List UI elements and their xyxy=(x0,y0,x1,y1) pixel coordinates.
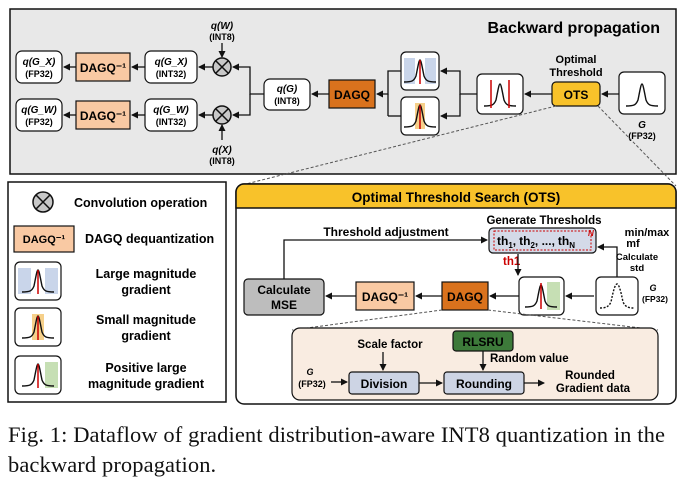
dagq-inverse-box-bottom xyxy=(75,100,131,130)
rounding-label: Rounding xyxy=(456,377,512,391)
dagq-inverse-label-top: DAGQ⁻¹ xyxy=(80,61,126,75)
qgx-fp32-box xyxy=(15,50,63,84)
ots-panel-title: Optimal Threshold Search (OTS) xyxy=(352,190,561,205)
figure-caption: Fig. 1: Dataflow of gradient distributio… xyxy=(8,422,666,477)
dagq-label: DAGQ xyxy=(334,88,370,102)
calculate-mse-label-1: Calculate xyxy=(257,283,311,297)
qgw-fp32-label: q(G_W) xyxy=(21,105,57,116)
thresholds-dashed-outline xyxy=(493,230,592,251)
qg-int8-type: (INT8) xyxy=(274,96,300,106)
backward-propagation-title: Backward propagation xyxy=(488,20,660,37)
g-fp32-distribution-thumbnail xyxy=(618,71,666,115)
calculate-std-label-1: Calculate xyxy=(616,252,658,263)
threshold-list: th1,th2, ...,thN xyxy=(497,234,575,250)
thresholded-gradient-thumbnail xyxy=(476,73,524,115)
legend-positive-large-label-2: magnitude gradient xyxy=(88,377,205,391)
qgw-fp32-box xyxy=(15,98,63,132)
legend-dagq-inverse-label: DAGQ⁻¹ xyxy=(23,234,66,246)
ots-g-fp32-distribution xyxy=(595,276,639,316)
min-max-label: min/max xyxy=(625,227,671,239)
rounded-label-1: Rounded xyxy=(565,370,615,382)
qgx-int32-type: (INT32) xyxy=(156,69,187,79)
ots-dagq-label: DAGQ xyxy=(447,290,483,304)
mf-label: mf xyxy=(626,238,640,250)
qgx-fp32-type: (FP32) xyxy=(25,69,53,79)
qgw-int32-type: (INT32) xyxy=(156,117,187,127)
qx-int8-label: (INT8) xyxy=(209,156,235,166)
calculate-mse-label-2: MSE xyxy=(271,298,297,312)
threshold-count-n-label: N xyxy=(588,229,594,238)
qg-label: q(G) xyxy=(277,84,298,95)
legend-positive-large-label-1: Positive large xyxy=(105,361,186,375)
qw-label: q(W) xyxy=(211,21,234,32)
qx-label: q(X) xyxy=(212,145,232,156)
qgx-fp32-label: q(G_X) xyxy=(23,57,56,68)
thresholds-box xyxy=(488,227,597,254)
legend-convolution-icon xyxy=(32,191,54,213)
detail-g-label: G xyxy=(306,367,313,377)
qgx-int32-label: q(G_X) xyxy=(155,57,188,68)
threshold-adjustment-label: Threshold adjustment xyxy=(323,225,448,239)
ots-positive-large-gradient-thumbnail xyxy=(518,276,565,316)
division-label: Division xyxy=(361,377,408,391)
calculate-std-label-2: std xyxy=(630,263,644,274)
generate-thresholds-label: Generate Thresholds xyxy=(486,215,601,227)
rounded-label-2: Gradient data xyxy=(556,383,631,395)
scale-factor-label: Scale factor xyxy=(357,339,423,351)
ots-g-fp32-type: (FP32) xyxy=(642,294,668,304)
ots-dagq-box xyxy=(441,281,489,311)
rlsru-label: RLSRU xyxy=(462,335,503,349)
dagq-inverse-box-top xyxy=(75,52,131,82)
g-label: G xyxy=(638,120,646,131)
legend-small-magnitude-label-2: gradient xyxy=(121,329,171,343)
ots-dagq-inverse-label: DAGQ⁻¹ xyxy=(362,290,408,304)
qw-int8-label: (INT8) xyxy=(209,32,235,42)
small-magnitude-gradient-thumbnail xyxy=(400,96,440,136)
legend-small-magnitude-icon xyxy=(14,307,62,347)
legend-large-magnitude-label-2: gradient xyxy=(121,283,171,297)
ots-label: OTS xyxy=(564,88,589,102)
ots-panel-header xyxy=(235,183,677,209)
qgw-int32-label: q(G_W) xyxy=(153,105,189,116)
optimal-threshold-label-2: Threshold xyxy=(549,67,602,79)
convolution-circle-top xyxy=(212,57,232,77)
ots-g-label: G xyxy=(649,283,656,293)
large-magnitude-gradient-thumbnail-top xyxy=(400,51,440,91)
legend-dagq-dequantization-label: DAGQ dequantization xyxy=(85,232,214,246)
figure-diagram: Backward propagation q(W) (INT8) q(X) (I… xyxy=(7,8,677,405)
legend-positive-large-magnitude-icon xyxy=(14,355,62,395)
optimal-threshold-label-1: Optimal xyxy=(556,54,597,66)
legend-large-magnitude-label-1: Large magnitude xyxy=(96,267,197,281)
calculate-mse-box xyxy=(243,278,325,316)
th1-selected-label: th1 xyxy=(503,256,521,268)
g-fp32-type: (FP32) xyxy=(628,131,656,141)
legend-small-magnitude-label-1: Small magnitude xyxy=(96,313,196,327)
dagq-inverse-label-bottom: DAGQ⁻¹ xyxy=(80,109,126,123)
qgw-fp32-type: (FP32) xyxy=(25,117,53,127)
convolution-circle-bottom xyxy=(212,105,232,125)
detail-g-fp32-type: (FP32) xyxy=(298,379,326,389)
legend-large-magnitude-icon xyxy=(14,261,62,301)
random-value-label: Random value xyxy=(490,353,569,365)
legend-convolution-label: Convolution operation xyxy=(74,196,207,210)
legend-dagq-inverse-box xyxy=(13,225,75,253)
ots-dagq-inverse-box xyxy=(355,281,415,311)
